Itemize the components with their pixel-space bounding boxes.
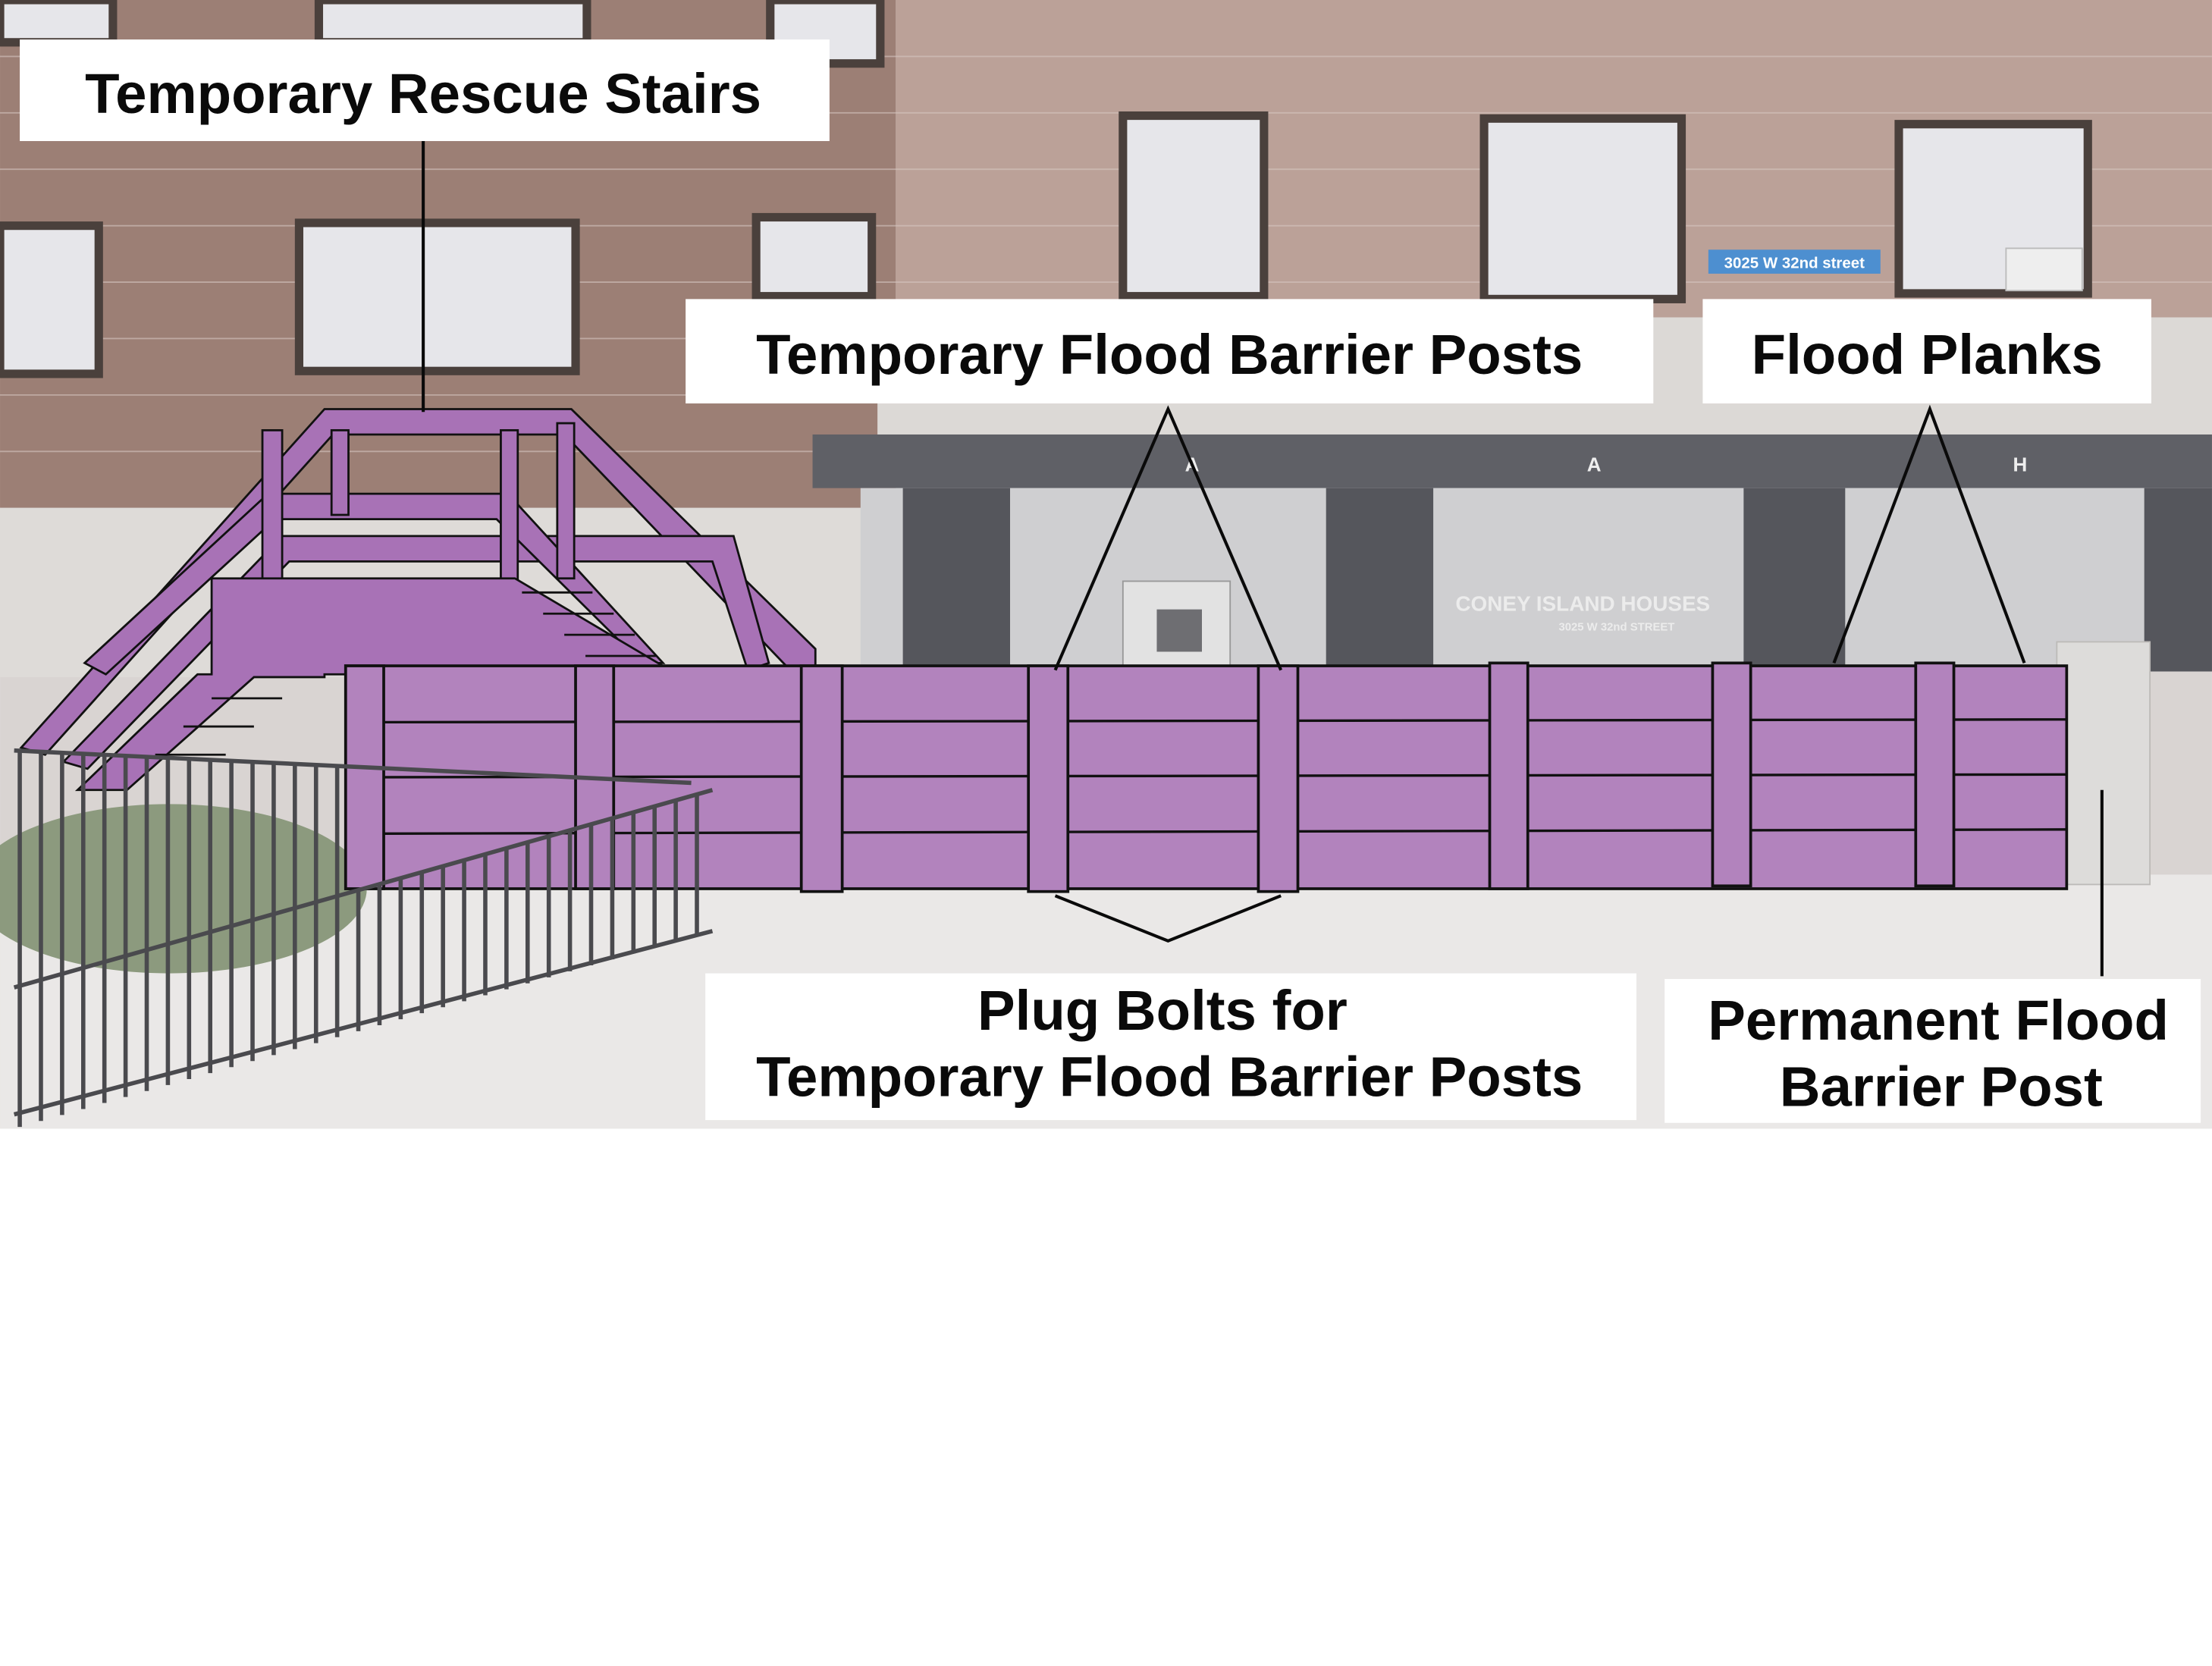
label-text: Flood Planks [1752,323,2103,386]
callout-lines [422,141,2104,977]
label-text: Permanent Flood [1708,989,2169,1052]
temporary-post [799,664,844,893]
label-text: Barrier Post [1780,1055,2103,1118]
temporary-post [1027,664,1070,893]
temporary-post [1257,664,1300,893]
temporary-post [1711,661,1752,888]
label-text: Temporary Flood Barrier Posts [756,1045,1583,1108]
label-temporary-rescue-stairs: Temporary Rescue Stairs [20,39,830,142]
temporary-post [1488,661,1530,890]
label-permanent-flood-barrier-post: Permanent Flood Barrier Post [1664,979,2201,1123]
label-plug-bolts: Plug Bolts for Temporary Flood Barrier P… [705,973,1636,1121]
label-flood-planks: Flood Planks [1702,299,2151,404]
temporary-post [344,664,385,890]
awning-letter: H [2013,453,2028,475]
street-sign [1708,249,1881,274]
label-text: Plug Bolts for [977,979,1348,1042]
temporary-rescue-stairs [19,408,817,792]
iron-fence [13,748,714,1128]
window-sign-text: CONEY ISLAND HOUSES [1455,592,1710,616]
street-sign-text: 3025 W 32nd street [1724,254,1865,271]
building-photo: 3025 W 32nd street A A H CONEY ISLAND HO… [0,0,2212,1129]
label-temporary-flood-barrier-posts: Temporary Flood Barrier Posts [686,299,1654,404]
window-address-text: 3025 W 32nd STREET [1558,622,1674,634]
entrance-awning [812,434,2212,488]
temporary-post [1914,661,1956,888]
label-text: Temporary Rescue Stairs [85,62,761,125]
label-text: Temporary Flood Barrier Posts [756,323,1583,386]
awning-letter: A [1587,453,1602,475]
